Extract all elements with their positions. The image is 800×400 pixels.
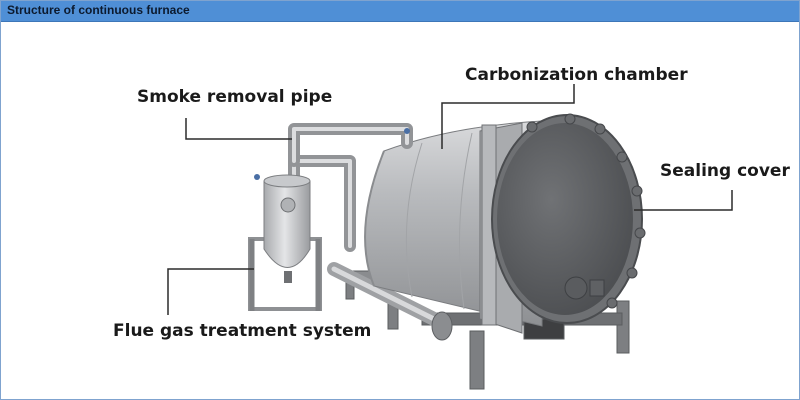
furnace-diagram: Smoke removal pipe Carbonization chamber… — [113, 65, 790, 390]
label-carbonization-chamber: Carbonization chamber — [465, 65, 688, 85]
label-sealing-cover: Sealing cover — [660, 161, 790, 181]
title-bar: Structure of continuous furnace — [1, 1, 799, 22]
label-smoke-removal-pipe: Smoke removal pipe — [137, 87, 332, 107]
flue-gas-vessel — [248, 174, 322, 311]
figure-title: Structure of continuous furnace — [7, 3, 190, 17]
bottom-pipe — [327, 262, 453, 341]
callout-lines — [167, 84, 733, 315]
label-flue-gas-treatment-system: Flue gas treatment system — [113, 321, 371, 341]
sealing-cover — [491, 113, 646, 324]
